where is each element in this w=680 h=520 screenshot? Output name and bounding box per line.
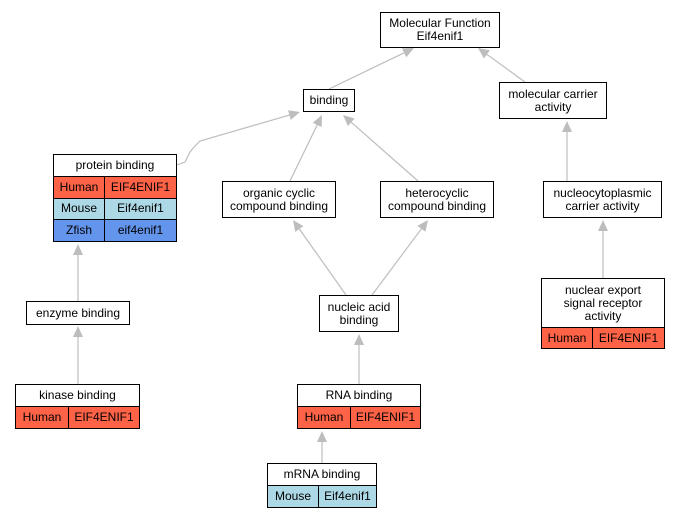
node-label: organic cyclic compound binding <box>229 185 329 213</box>
node-label: Molecular Function Eif4enif1 <box>389 16 491 43</box>
gene-row[interactable]: Human EIF4ENIF1 <box>16 406 139 428</box>
gene-row[interactable]: Mouse Eif4enif1 <box>268 485 376 507</box>
species-cell: Mouse <box>60 201 98 216</box>
gene-cell[interactable]: EIF4ENIF1 <box>104 177 176 198</box>
node-label: protein binding <box>75 158 155 172</box>
gene-cell[interactable]: EIF4ENIF1 <box>350 407 420 428</box>
node-binding[interactable]: binding <box>303 89 355 112</box>
node-occ[interactable]: organic cyclic compound binding <box>222 181 336 218</box>
gene-row[interactable]: Human EIF4ENIF1 <box>542 327 664 348</box>
gene-cell[interactable]: EIF4ENIF1 <box>68 407 139 428</box>
node-label: nucleocytoplasmic carrier activity <box>553 185 652 213</box>
arrowhead-icon <box>317 431 327 442</box>
species-cell: Human <box>304 410 344 424</box>
arrowhead-icon <box>343 115 355 127</box>
arrowhead-icon <box>401 48 414 58</box>
node-label: kinase binding <box>39 388 116 402</box>
node-label: heterocyclic compound binding <box>387 185 487 213</box>
node-label: nuclear export signal receptor activity <box>563 282 643 323</box>
gene-row[interactable]: Human EIF4ENIF1 <box>54 176 176 198</box>
node-label: nucleic acid binding <box>327 299 391 327</box>
arrowhead-icon <box>354 334 364 345</box>
gene-cell[interactable]: eif4enif1 <box>104 220 176 241</box>
node-mf[interactable]: Molecular Function Eif4enif1 <box>380 12 500 48</box>
species-cell: Zfish <box>65 223 92 238</box>
gene-cell[interactable]: Eif4enif1 <box>104 198 176 220</box>
arrowhead-icon <box>478 48 490 59</box>
gene-row[interactable]: Zfish eif4enif1 <box>54 219 176 241</box>
arrowhead-icon <box>417 220 428 232</box>
species-cell: Human <box>547 330 587 345</box>
arrowhead-icon <box>293 220 304 232</box>
edge-mca-to-mf <box>486 53 526 83</box>
edge-nucleic-to-occ <box>298 228 347 296</box>
edge-binding-to-mf <box>328 52 405 90</box>
node-label: enzyme binding <box>35 305 121 320</box>
node-mca[interactable]: molecular carrier activity <box>499 82 607 119</box>
gene-cell[interactable]: EIF4ENIF1 <box>592 328 664 348</box>
species-cell: Human <box>59 179 99 194</box>
node-ncca[interactable]: nucleocytoplasmic carrier activity <box>543 181 662 218</box>
arrowhead-icon <box>73 326 83 337</box>
gene-row[interactable]: Mouse Eif4enif1 <box>54 197 176 220</box>
node-het[interactable]: heterocyclic compound binding <box>380 181 494 218</box>
arrowhead-icon <box>288 110 300 120</box>
node-label: binding <box>309 93 349 107</box>
node-nucleic[interactable]: nucleic acid binding <box>319 295 399 332</box>
edge-protein-to-binding <box>176 114 290 166</box>
gene-row[interactable]: Human EIF4ENIF1 <box>298 406 420 428</box>
edge-occ-to-binding <box>289 124 318 182</box>
species-cell: Human <box>22 410 62 424</box>
node-enzyme[interactable]: enzyme binding <box>26 301 130 325</box>
edge-group <box>73 48 608 463</box>
edge-nucleic-to-het <box>371 228 422 296</box>
species-cell: Mouse <box>274 489 312 503</box>
arrowhead-icon <box>598 220 608 231</box>
node-label: RNA binding <box>325 388 393 402</box>
arrowhead-icon <box>562 121 572 132</box>
edge-het-to-binding <box>350 121 419 182</box>
node-label: mRNA binding <box>283 467 361 481</box>
gene-cell[interactable]: Eif4enif1 <box>318 486 376 507</box>
arrowhead-icon <box>312 115 322 128</box>
arrowhead-icon <box>73 244 83 255</box>
node-label: molecular carrier activity <box>508 86 598 114</box>
